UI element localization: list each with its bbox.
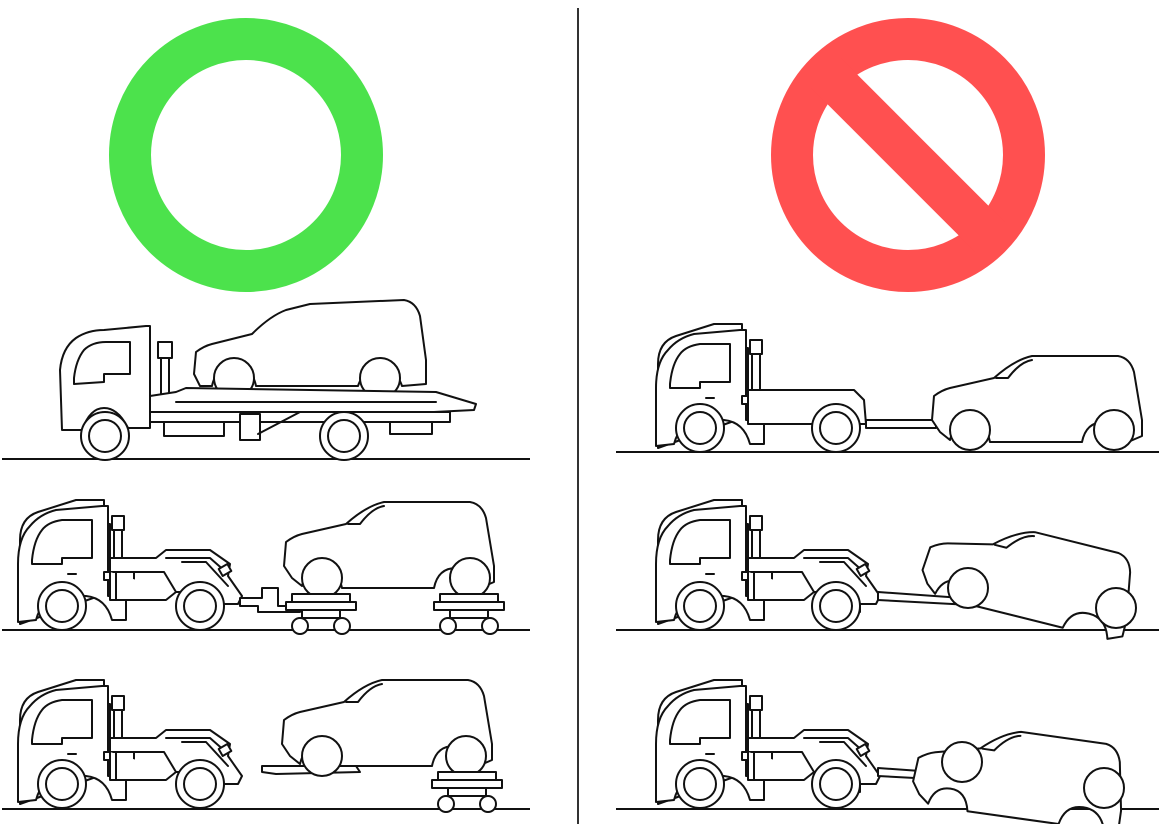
- wheel-lift-dollies-illustration: [2, 500, 530, 634]
- allowed-circle-icon: [130, 39, 362, 271]
- wheel-lift-rear-dolly-illustration: [2, 680, 530, 812]
- wheel-lift-front-raised-illustration: [616, 500, 1159, 642]
- prohibited-sign-icon: [792, 39, 1024, 271]
- wheel-lift-rear-raised-illustration: [616, 680, 1159, 824]
- tow-bar-all-wheels-down-illustration: [616, 324, 1159, 452]
- flatbed-carrier-illustration: [2, 300, 530, 460]
